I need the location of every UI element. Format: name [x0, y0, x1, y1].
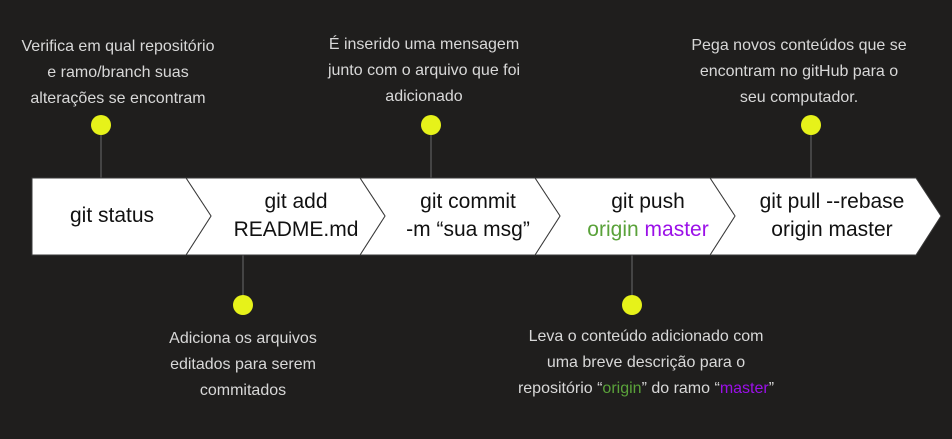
note-push-line3-c: ” [768, 380, 775, 397]
step-push-line1: git push [611, 190, 685, 213]
note-status-line3: alterações se encontram [30, 90, 206, 107]
note-status-line2: e ramo/branch suas [47, 64, 189, 81]
note-push-origin: origin [602, 380, 642, 397]
dot-pull [801, 115, 821, 135]
step-add-line1: git add [264, 190, 328, 213]
step-commit-label: git commit -m “sua msg” [378, 188, 558, 244]
note-add: Adiciona os arquivos editados para serem… [140, 326, 346, 404]
step-commit-line2: -m “sua msg” [406, 218, 530, 241]
note-push-line3-b: ” do ramo “ [641, 380, 720, 397]
note-pull: Pega novos conteúdos que se encontram no… [664, 33, 934, 111]
step-status-text: git status [69, 204, 155, 227]
note-push-line3-a: repositório “ [517, 380, 603, 397]
origin-label: origin [587, 218, 639, 241]
note-push-line2: uma breve descrição para o [546, 354, 746, 371]
dot-status [91, 115, 111, 135]
note-push-line3: repositório “origin” do ramo “master” [488, 376, 804, 402]
note-commit: É inserido uma mensagem junto com o arqu… [300, 32, 548, 110]
note-add-line2: editados para serem [170, 356, 316, 373]
step-pull-line2: origin master [771, 218, 893, 241]
note-status-line1: Verifica em qual repositório [21, 38, 215, 55]
step-push-label: git push origin master [558, 188, 738, 244]
note-commit-line1: É inserido uma mensagem [328, 36, 520, 53]
note-commit-line2: junto com o arquivo que foi [327, 62, 521, 79]
dot-add [233, 295, 253, 315]
note-commit-line3: adicionado [385, 88, 463, 105]
note-push: Leva o conteúdo adicionado com uma breve… [488, 324, 804, 402]
note-status: Verifica em qual repositório e ramo/bran… [0, 34, 236, 112]
note-push-line1: Leva o conteúdo adicionado com [528, 328, 764, 345]
step-add-line2: README.md [233, 218, 359, 241]
note-push-master: master [719, 380, 769, 397]
note-add-line1: Adiciona os arquivos [169, 330, 317, 347]
dot-commit [421, 115, 441, 135]
master-label: master [644, 218, 709, 241]
step-status-label: git status [32, 202, 192, 230]
step-status-shape [31, 177, 212, 256]
note-add-line3: commitados [199, 382, 287, 399]
step-pull-line1: git pull --rebase [759, 190, 905, 213]
step-push-line2: origin master [558, 216, 738, 244]
dot-push [622, 295, 642, 315]
note-pull-line2: encontram no gitHub para o [699, 63, 899, 80]
note-pull-line1: Pega novos conteúdos que se [691, 37, 907, 54]
step-commit-line1: git commit [420, 190, 516, 213]
step-pull-label: git pull --rebase origin master [736, 188, 928, 244]
step-add-label: git add README.md [206, 188, 386, 244]
note-pull-line3: seu computador. [739, 89, 859, 106]
